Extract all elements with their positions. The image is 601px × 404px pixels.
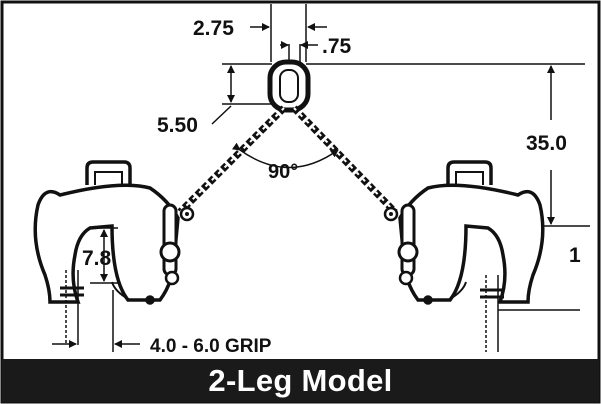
clamp-left	[33, 160, 195, 305]
label-ring-height: 5.50	[157, 114, 198, 137]
chain-right-core	[293, 107, 396, 213]
chain-left-core	[179, 107, 285, 213]
right-post	[480, 275, 580, 352]
master-ring	[267, 59, 311, 113]
dim-ring-height	[211, 63, 272, 125]
label-overall-height: 35.0	[526, 132, 567, 155]
label-top-width: 2.75	[193, 17, 234, 40]
angle-arc	[231, 142, 339, 169]
label-grip: 4.0 - 6.0 GRIP	[150, 336, 272, 357]
dim-throat-depth	[90, 227, 118, 284]
dim-top-width	[250, 4, 327, 62]
label-right-partial: 1	[569, 244, 581, 267]
dim-grip	[52, 290, 140, 352]
clamp-right	[383, 160, 545, 305]
label-ring-thickness: .75	[322, 35, 352, 58]
caption-bar: 2-Leg Model	[2, 359, 599, 402]
left-post	[60, 270, 84, 345]
label-angle: 90°	[268, 161, 298, 183]
label-throat-depth: 7.8	[82, 247, 112, 270]
caption-title: 2-Leg Model	[208, 362, 393, 398]
